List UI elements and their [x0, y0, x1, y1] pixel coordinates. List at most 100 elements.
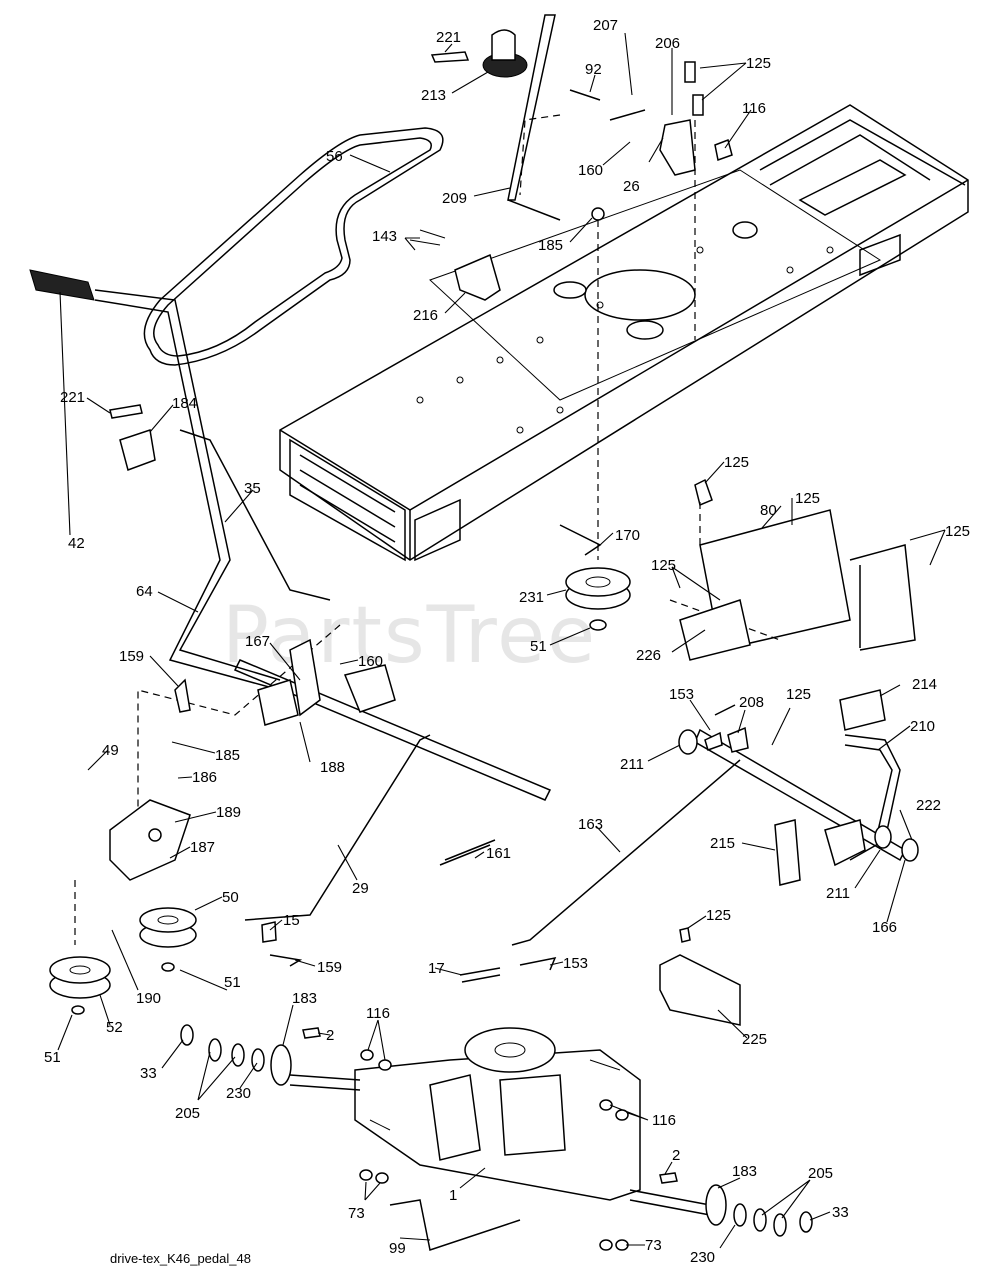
watermark: PartsTree [222, 591, 597, 681]
label-15: 15 [283, 912, 300, 929]
pulley-231 [559, 524, 631, 631]
shaft-188 [233, 638, 552, 801]
bolt-185-top [591, 207, 605, 221]
label-211-b: 211 [826, 885, 850, 902]
label-184: 184 [172, 395, 197, 412]
label-73: 73 [348, 1205, 365, 1222]
label-161: 161 [486, 845, 511, 862]
label-207: 207 [593, 17, 618, 34]
label-213: 213 [421, 87, 446, 104]
label-52: 52 [106, 1019, 123, 1036]
label-125-g: 125 [706, 907, 731, 924]
label-221-b: 221 [60, 389, 85, 406]
label-166: 166 [872, 919, 897, 936]
label-205-b: 205 [808, 1165, 833, 1182]
label-143: 143 [372, 228, 397, 245]
label-225: 225 [742, 1031, 767, 1048]
label-125-c: 125 [795, 490, 820, 507]
label-125-e: 125 [651, 557, 676, 574]
label-35: 35 [244, 480, 261, 497]
label-205: 205 [175, 1105, 200, 1122]
label-125-b: 125 [724, 454, 749, 471]
label-215: 215 [710, 835, 735, 852]
label-80: 80 [760, 502, 777, 519]
label-51-c: 51 [530, 638, 547, 655]
label-33-b: 33 [832, 1204, 849, 1221]
label-185: 185 [538, 237, 563, 254]
label-188: 188 [320, 759, 345, 776]
label-226: 226 [636, 647, 661, 664]
rod-29 [244, 734, 431, 921]
left-axle-parts [180, 1024, 392, 1184]
label-99: 99 [389, 1240, 406, 1257]
transaxle [289, 1027, 711, 1216]
label-153: 153 [669, 686, 694, 703]
label-209: 209 [442, 190, 467, 207]
label-183: 183 [292, 990, 317, 1007]
lift-handle [29, 269, 341, 860]
label-51: 51 [224, 974, 241, 991]
label-163: 163 [578, 816, 603, 833]
label-153-b: 153 [563, 955, 588, 972]
label-216: 216 [413, 307, 438, 324]
knob-assembly [430, 29, 528, 78]
label-50: 50 [222, 889, 239, 906]
label-210: 210 [910, 718, 935, 735]
label-2-b: 2 [672, 1147, 680, 1164]
label-160: 160 [578, 162, 603, 179]
drive-belt [143, 127, 444, 366]
plate-225 [659, 954, 741, 1026]
bracket-216 [409, 229, 501, 301]
label-187: 187 [190, 839, 215, 856]
label-211: 211 [620, 756, 644, 773]
label-73-b: 73 [645, 1237, 662, 1254]
bracket-206 [569, 61, 733, 340]
label-29: 29 [352, 880, 369, 897]
label-186: 186 [192, 769, 217, 786]
diagram-caption: drive-tex_K46_pedal_48 [110, 1251, 251, 1266]
bracket-80 [669, 478, 916, 661]
idler-plate [49, 799, 197, 1015]
label-208: 208 [739, 694, 764, 711]
label-185-b: 185 [215, 747, 240, 764]
label-221: 221 [436, 29, 461, 46]
small-parts [109, 404, 749, 983]
label-190: 190 [136, 990, 161, 1007]
label-51-b: 51 [44, 1049, 61, 1066]
label-214: 214 [912, 676, 937, 693]
label-231: 231 [519, 589, 544, 606]
label-159: 159 [119, 648, 144, 665]
label-125: 125 [746, 55, 771, 72]
label-116-c: 116 [652, 1112, 676, 1129]
lever-209 [507, 14, 561, 221]
label-222: 222 [916, 797, 941, 814]
part-labels: 221 213 207 206 92 125 116 160 26 56 209… [44, 17, 970, 1266]
label-183-b: 183 [732, 1163, 757, 1180]
label-160-b: 160 [358, 653, 383, 670]
rod-99 [389, 1199, 521, 1251]
label-42: 42 [68, 535, 85, 552]
pedal-assembly [511, 689, 919, 946]
label-125-f: 125 [786, 686, 811, 703]
spring-161 [439, 839, 496, 866]
right-axle-parts [599, 1099, 813, 1251]
label-116: 116 [742, 100, 766, 117]
label-33: 33 [140, 1065, 157, 1082]
label-206: 206 [655, 35, 680, 52]
label-1: 1 [449, 1187, 457, 1204]
label-49: 49 [102, 742, 119, 759]
label-125-d: 125 [945, 523, 970, 540]
label-159-b: 159 [317, 959, 342, 976]
label-167: 167 [245, 633, 270, 650]
chassis-frame [279, 104, 969, 562]
label-56: 56 [326, 148, 343, 165]
label-170: 170 [615, 527, 640, 544]
label-189: 189 [216, 804, 241, 821]
label-92: 92 [585, 61, 602, 78]
label-116-b: 116 [366, 1005, 390, 1022]
label-230: 230 [226, 1085, 251, 1102]
label-64: 64 [136, 583, 153, 600]
label-2: 2 [326, 1027, 334, 1044]
